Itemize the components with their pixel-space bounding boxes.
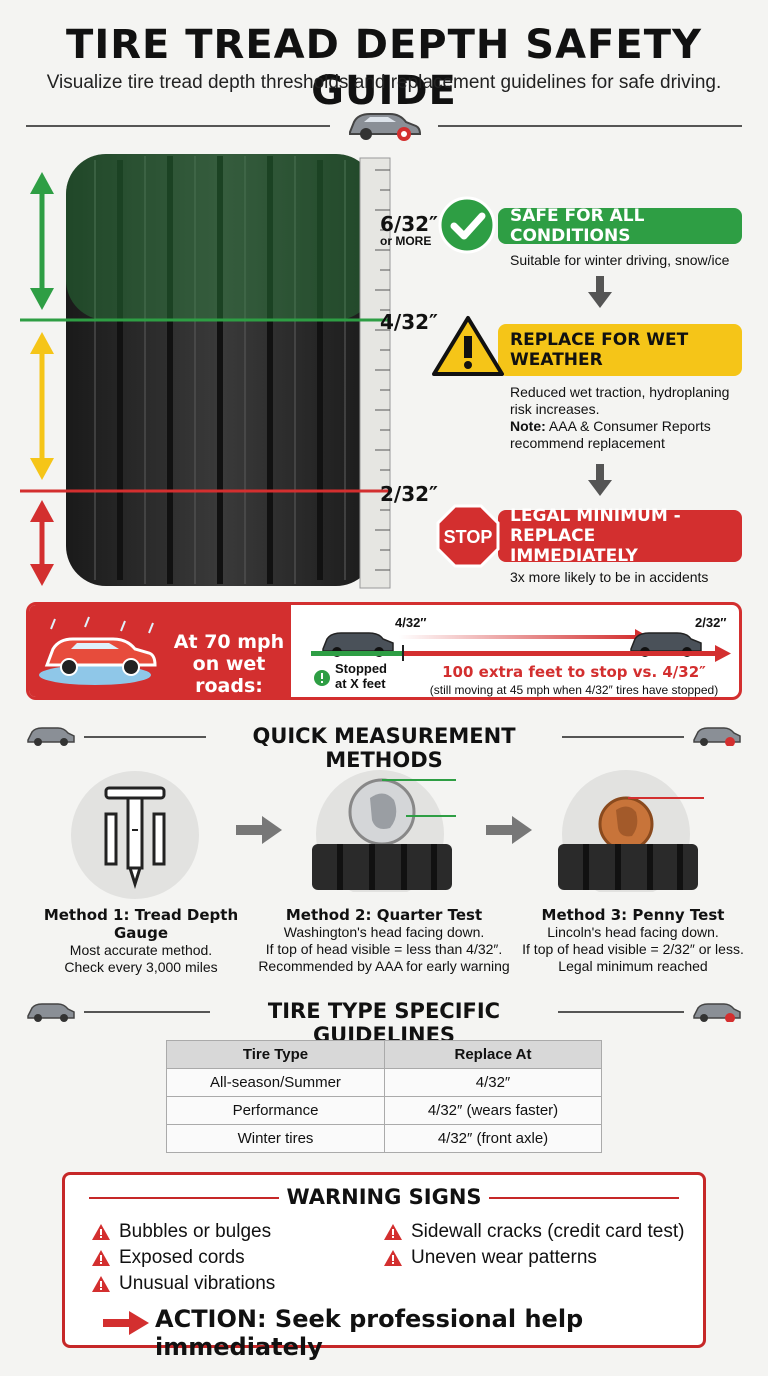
tire-type-table: Tire Type Replace At All-season/Summer 4… <box>166 1040 602 1153</box>
method-2: Method 2: Quarter Test Washington's head… <box>250 906 518 975</box>
right-arrow-icon <box>103 1311 149 1335</box>
car-b-depth: 2/32″ <box>695 615 727 630</box>
green-arrow <box>30 172 54 310</box>
tread-gauge-icon <box>71 771 199 899</box>
warning-icon <box>92 1224 110 1240</box>
table-cell: 4/32″ (wears faster) <box>384 1096 602 1125</box>
table-header-row: Tire Type Replace At <box>166 1040 602 1069</box>
right-arrow-icon <box>236 816 282 844</box>
divider <box>489 1197 679 1199</box>
table-cell: Performance <box>166 1096 385 1125</box>
method-3-line: Legal minimum reached <box>558 958 708 974</box>
divider <box>84 1011 210 1013</box>
warning-item: Bubbles or bulges <box>91 1219 275 1245</box>
checkmark-icon <box>438 196 496 254</box>
stop-sign-icon: STOP <box>436 504 500 568</box>
table-cell: 4/32″ <box>384 1068 602 1097</box>
car-icon <box>693 727 741 746</box>
table-cell: Winter tires <box>166 1124 385 1153</box>
method-3: Method 3: Penny Test Lincoln's head faci… <box>508 906 758 975</box>
method-3-line: Lincoln's head facing down. <box>547 924 719 940</box>
divider <box>438 125 742 127</box>
right-arrow-icon <box>486 816 532 844</box>
depth-label-2-32: 2/32″ <box>380 482 438 506</box>
method-2-line: If top of head visible = less than 4/32″… <box>265 941 503 957</box>
warning-item: Sidewall cracks (credit card test) <box>383 1219 684 1245</box>
down-arrow-icon <box>588 276 612 308</box>
extra-distance-text: 100 extra feet to stop vs. 4/32″ <box>442 663 706 681</box>
warning-signs-panel: WARNING SIGNS Bubbles or bulges Exposed … <box>62 1172 706 1361</box>
status-replace-wet-label: REPLACE FOR WET WEATHER <box>510 330 689 370</box>
warning-icon <box>432 316 504 376</box>
warning-item: Exposed cords <box>91 1245 275 1271</box>
table-row: All-season/Summer 4/32″ <box>166 1068 602 1097</box>
divider <box>562 736 684 738</box>
table-row: Performance 4/32″ (wears faster) <box>166 1096 602 1125</box>
column-header: Tire Type <box>166 1040 385 1069</box>
car-a-depth: 4/32″ <box>395 615 427 630</box>
distance-bar <box>311 645 731 662</box>
method-2-line: Recommended by AAA for early warning <box>258 958 510 974</box>
quarter-test-icon <box>312 770 456 892</box>
status-legal-minimum: LEGAL MINIMUM - REPLACE IMMEDIATELY <box>498 506 742 566</box>
table-cell: All-season/Summer <box>166 1068 385 1097</box>
status-replace-wet: REPLACE FOR WET WEATHER <box>498 324 742 376</box>
car-icon <box>27 727 75 746</box>
column-header: Replace At <box>384 1040 602 1069</box>
status-replace-wet-note: Note: AAA & Consumer Reports recommend r… <box>510 418 711 451</box>
divider <box>26 125 330 127</box>
penny-test-icon <box>558 770 704 892</box>
car-icon <box>27 1003 75 1022</box>
warning-icon <box>92 1250 110 1266</box>
warning-signs-heading: WARNING SIGNS <box>286 1185 482 1209</box>
status-safe-desc: Suitable for winter driving, snow/ice <box>510 252 730 268</box>
stopping-distance-panel: At 70 mph on wet roads: 4/32″ 2/32″ Stop… <box>26 602 742 700</box>
method-2-title: Method 2: Quarter Test <box>285 906 483 924</box>
car-icon <box>349 113 422 141</box>
page-title: TIRE TREAD DEPTH SAFETY GUIDE <box>66 22 702 114</box>
method-1-title: Method 1: Tread Depth Gauge <box>43 906 239 942</box>
method-1-line: Most accurate method. <box>69 942 213 958</box>
divider <box>84 736 206 738</box>
depth-label-6-32: 6/32″ <box>380 212 438 236</box>
warning-item: Unusual vibrations <box>91 1271 275 1297</box>
table-cell: 4/32″ (front axle) <box>384 1124 602 1153</box>
status-legal-minimum-desc: 3x more likely to be in accidents <box>510 569 709 585</box>
extra-distance-note: (still moving at 45 mph when 4/32″ tires… <box>429 683 719 697</box>
methods-heading: QUICK MEASUREMENT METHODS <box>252 724 516 772</box>
divider <box>558 1011 684 1013</box>
warning-item: Uneven wear patterns <box>383 1245 684 1271</box>
alert-circle-icon <box>314 670 330 686</box>
table-row: Winter tires 4/32″ (front axle) <box>166 1124 602 1153</box>
tire-tread-illustration <box>20 154 391 589</box>
depth-label-suffix: or MORE <box>380 234 432 248</box>
car-icon <box>693 1003 741 1022</box>
status-replace-wet-desc: Reduced wet traction, hydroplaning risk … <box>510 384 730 417</box>
warning-icon <box>384 1224 402 1240</box>
action-text: ACTION: Seek professional help immediate… <box>155 1305 584 1361</box>
method-2-line: Washington's head facing down. <box>283 924 485 940</box>
divider <box>89 1197 279 1199</box>
method-1-line: Check every 3,000 miles <box>64 959 218 975</box>
warning-icon <box>92 1276 110 1292</box>
stopping-lead-text: At 70 mph on wet roads: <box>173 631 285 697</box>
method-3-line: If top of head visible = 2/32″ or less. <box>522 941 744 957</box>
warning-icon <box>384 1250 402 1266</box>
status-legal-minimum-label: LEGAL MINIMUM - REPLACE IMMEDIATELY <box>510 506 681 566</box>
svg-text:STOP: STOP <box>444 527 493 547</box>
method-1: Method 1: Tread Depth Gauge Most accurat… <box>16 906 266 976</box>
status-safe: SAFE FOR ALL CONDITIONS <box>498 206 742 246</box>
page-subtitle: Visualize tire tread depth thresholds an… <box>46 72 722 93</box>
method-3-title: Method 3: Penny Test <box>541 906 725 924</box>
status-safe-label: SAFE FOR ALL CONDITIONS <box>510 206 645 246</box>
stopped-text: Stopped at X feet <box>335 661 387 691</box>
depth-label-4-32: 4/32″ <box>380 310 438 334</box>
rain-car-icon <box>39 616 157 685</box>
down-arrow-icon <box>588 464 612 496</box>
